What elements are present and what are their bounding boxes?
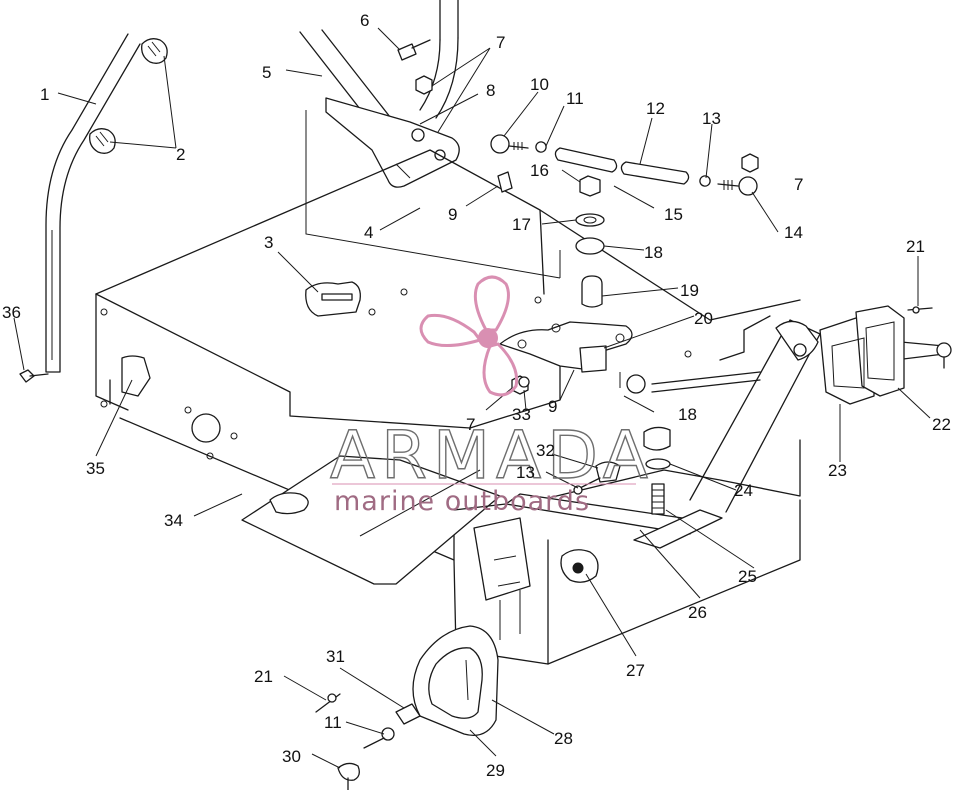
callout-numbers: 1 2 3 4 5 6 7 7 7 8 9 9 10 11 11 12 13 1… (2, 11, 951, 780)
callout-8: 8 (486, 81, 495, 100)
callout-7b: 7 (794, 175, 803, 194)
leader-lines (13, 27, 931, 769)
handlebar-tube (45, 33, 141, 373)
callout-35: 35 (86, 459, 105, 478)
callout-26: 26 (688, 603, 707, 622)
watermark-brand: ARMADA (330, 417, 654, 494)
callout-24: 24 (734, 481, 753, 500)
callout-32: 32 (536, 441, 555, 460)
callout-11a: 11 (566, 89, 584, 108)
watermark-tagline: marine outboards (334, 486, 590, 517)
callout-13b: 13 (516, 463, 535, 482)
spindle-housing (315, 625, 499, 790)
screw-36 (19, 369, 49, 383)
callout-20: 20 (694, 309, 713, 328)
callout-14: 14 (784, 223, 803, 242)
callout-9b: 9 (548, 397, 557, 416)
callout-27: 27 (626, 661, 645, 680)
callout-23: 23 (828, 461, 847, 480)
upper-bracket (325, 97, 460, 188)
callout-31: 31 (326, 647, 345, 666)
callout-6: 6 (360, 11, 369, 30)
callout-7a: 7 (496, 33, 505, 52)
callout-1: 1 (40, 85, 49, 104)
bolt-6 (397, 39, 431, 61)
callout-29: 29 (486, 761, 505, 780)
watermark: ARMADA marine outboards (329, 275, 654, 517)
callout-22: 22 (932, 415, 951, 434)
callout-18b: 18 (678, 405, 697, 424)
lower-chassis-box (453, 439, 801, 665)
callout-36: 36 (2, 303, 21, 322)
callout-2: 2 (176, 145, 185, 164)
callout-18a: 18 (644, 243, 663, 262)
callout-21a: 21 (906, 237, 925, 256)
callout-11b: 11 (324, 713, 342, 732)
callout-34: 34 (164, 511, 183, 530)
propeller-logo (419, 275, 519, 397)
callout-12: 12 (646, 99, 665, 118)
lever-bar (505, 493, 723, 549)
callout-16: 16 (530, 161, 549, 180)
cotter-pin-right (907, 306, 933, 314)
skid-plate (241, 455, 501, 585)
callout-28: 28 (554, 729, 573, 748)
callout-13a: 13 (702, 109, 721, 128)
tie-rod-assembly (490, 134, 761, 394)
callout-7c: 7 (466, 415, 475, 434)
callout-15: 15 (664, 205, 683, 224)
callout-25: 25 (738, 567, 757, 586)
callout-4: 4 (364, 223, 373, 242)
callout-30: 30 (282, 747, 301, 766)
callout-19: 19 (680, 281, 699, 300)
diagram-linework (19, 0, 952, 790)
callout-21b: 21 (254, 667, 273, 686)
clamp-bracket (305, 281, 361, 317)
grip-bushings (89, 38, 168, 154)
callout-17: 17 (512, 215, 531, 234)
callout-10: 10 (530, 75, 549, 94)
callout-3: 3 (264, 233, 273, 252)
steering-post-stack (497, 171, 633, 388)
right-frame (689, 305, 952, 513)
callout-33: 33 (512, 405, 531, 424)
lower-spindle (518, 376, 671, 515)
callout-9a: 9 (448, 205, 457, 224)
callout-5: 5 (262, 63, 271, 82)
